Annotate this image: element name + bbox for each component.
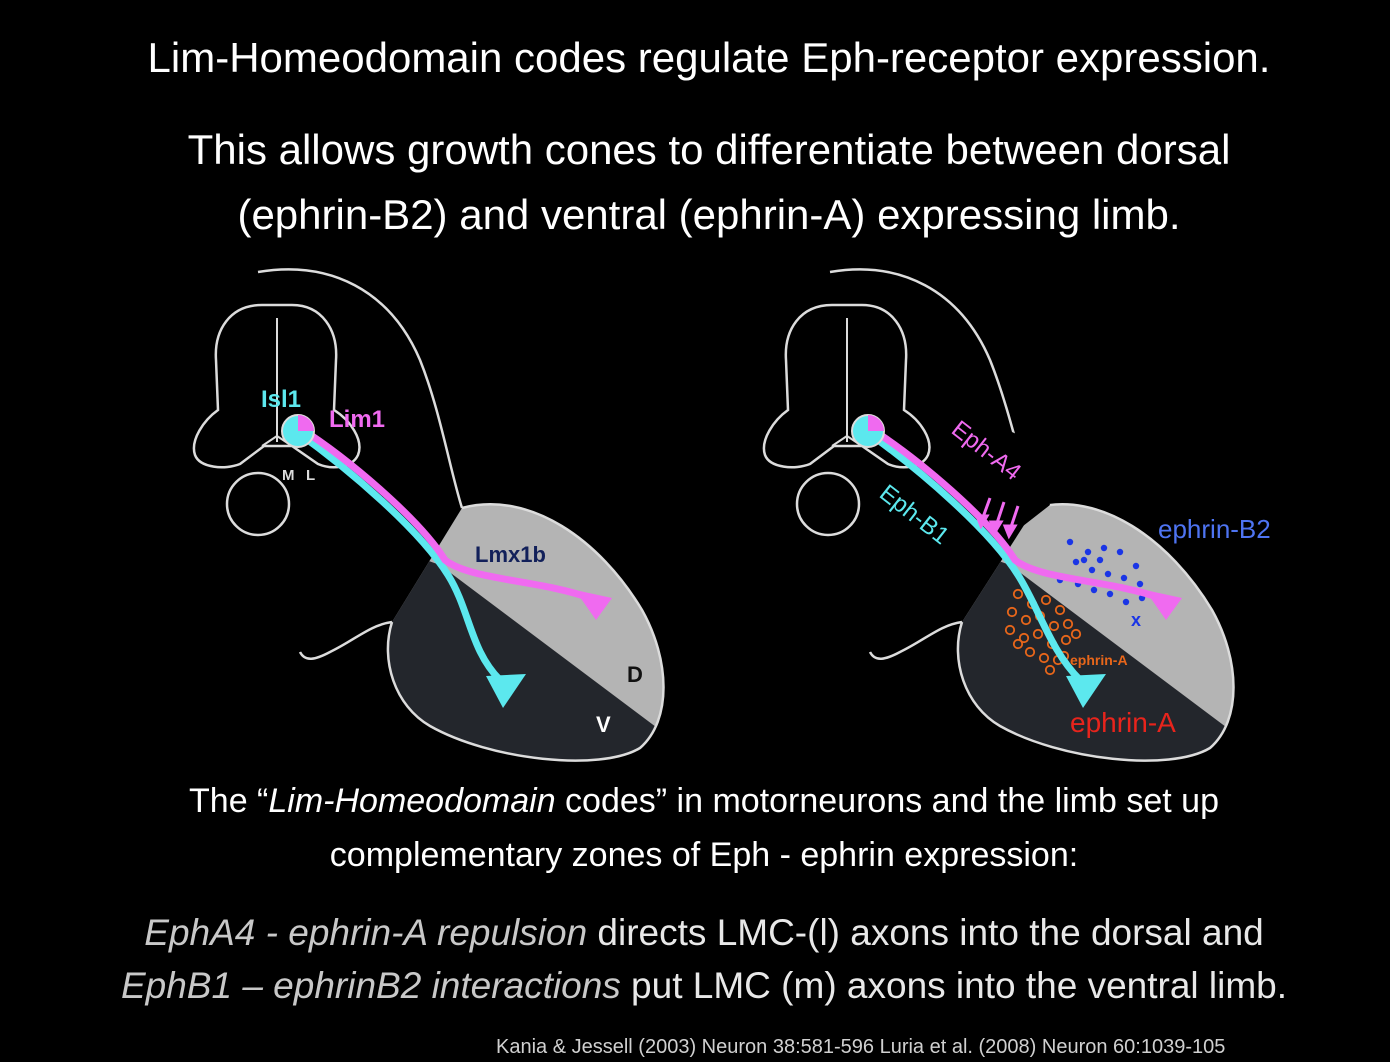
ephrin-a-dot xyxy=(1004,624,1016,636)
label-ephrin-a: ephrin-A xyxy=(1070,707,1176,738)
ephrin-a-dot xyxy=(1006,606,1018,618)
ephrin-b2-dot xyxy=(1084,548,1092,556)
ephrin-a-dot xyxy=(1012,588,1024,600)
label-v: V xyxy=(596,712,611,737)
ephrin-a-dot xyxy=(1024,646,1036,658)
ephrin-b2-dot xyxy=(1132,562,1140,570)
ephrin-a-dot xyxy=(1018,632,1030,644)
caption-line-2: complementary zones of Eph - ephrin expr… xyxy=(329,836,1079,874)
magenta-growth-cone-left xyxy=(575,590,612,620)
conclusion-text-2: put LMC (m) axons into the ventral limb. xyxy=(620,965,1288,1006)
ephrin-a-dot xyxy=(1040,594,1052,606)
label-lim1: Lim1 xyxy=(329,406,385,433)
label-lmx1b: Lmx1b xyxy=(475,542,546,567)
ephrin-b2-dots xyxy=(1056,538,1146,606)
caption-text-c: codes” in motorneurons and the limb set … xyxy=(555,782,1219,820)
subtitle-line-2: (ephrin-B2) and ventral (ephrin-A) expre… xyxy=(237,191,1181,238)
ephrin-b2-dot xyxy=(1116,548,1124,556)
label-l: L xyxy=(306,467,315,484)
cyan-growth-cone-right xyxy=(1066,674,1106,708)
ephrin-a-dot xyxy=(1060,634,1072,646)
repulsion-arrows xyxy=(974,497,1020,540)
ephrin-b2-dot xyxy=(1088,566,1096,574)
subtitle-line-1: This allows growth cones to differentiat… xyxy=(187,126,1231,173)
magenta-axon-left xyxy=(296,424,594,602)
ephrin-a-dot xyxy=(1032,628,1044,640)
right-diagram: Eph-A4 Eph-B1 ephrin-B2 x ephrin-A ephri… xyxy=(762,268,1271,762)
ephrin-b2-dot xyxy=(1096,556,1104,564)
left-diagram: Isl1 Lim1 M L Lmx1b D V xyxy=(192,268,665,762)
magenta-axon-right xyxy=(866,424,1164,602)
notochord-right xyxy=(795,471,861,537)
slide-title: Lim-Homeodomain codes regulate Eph-recep… xyxy=(147,34,1271,81)
magenta-growth-cone-right xyxy=(1145,590,1182,620)
label-ephrin-b2: ephrin-B2 xyxy=(1158,514,1271,544)
citation: Kania & Jessell (2003) Neuron 38:581-596… xyxy=(496,1036,1226,1058)
ephrin-a-dot xyxy=(1062,618,1074,630)
label-m: M xyxy=(282,467,295,484)
label-d: D xyxy=(627,662,643,687)
body-wall-outline-left xyxy=(257,268,464,509)
cyan-axon-left xyxy=(293,428,504,684)
ephrin-b2-dot xyxy=(1090,586,1098,594)
ephrin-b2-dot xyxy=(1072,558,1080,566)
ephrin-a-dot xyxy=(1020,614,1032,626)
ephrin-b2-dot xyxy=(1080,556,1088,564)
ephrin-a-dot xyxy=(1070,628,1082,640)
conclusion-italic-2: EphB1 – ephrinB2 interactions xyxy=(120,965,621,1006)
ephrin-b2-dot xyxy=(1066,538,1074,546)
label-ephrin-a-small: ephrin-A xyxy=(1070,652,1128,668)
label-x: x xyxy=(1131,610,1141,630)
caption-italic-term: Lim-Homeodomain xyxy=(268,782,556,820)
ephrin-b2-dot xyxy=(1120,574,1128,582)
cyan-growth-cone-left xyxy=(486,674,526,708)
ephrin-b2-dot xyxy=(1106,590,1114,598)
ephrin-a-dot xyxy=(1048,620,1060,632)
ephrin-b2-dot xyxy=(1122,598,1130,606)
caption-line-1: The “Lim-Homeodomain codes” in motorneur… xyxy=(0,782,1390,821)
label-isl1: Isl1 xyxy=(261,386,301,413)
conclusion-line-1: EphA4 - ephrin-A repulsion directs LMC-(… xyxy=(0,912,1390,954)
conclusion-text-1: directs LMC-(l) axons into the dorsal an… xyxy=(587,912,1264,953)
ephrin-b2-dot xyxy=(1104,570,1112,578)
cyan-axon-right xyxy=(863,428,1084,684)
ephrin-a-dot xyxy=(1038,652,1050,664)
ephrin-b2-dot xyxy=(1100,544,1108,552)
conclusion-line-2: EphB1 – ephrinB2 interactions put LMC (m… xyxy=(0,965,1390,1007)
ephrin-a-dot xyxy=(1012,638,1024,650)
conclusion-italic-1: EphA4 - ephrin-A repulsion xyxy=(144,912,588,953)
ephrin-a-dot xyxy=(1054,604,1066,616)
ephrin-a-dot xyxy=(1044,664,1056,676)
notochord-left xyxy=(225,471,291,537)
caption-text-a: The “ xyxy=(189,782,269,820)
ephrin-b2-dot xyxy=(1136,580,1144,588)
